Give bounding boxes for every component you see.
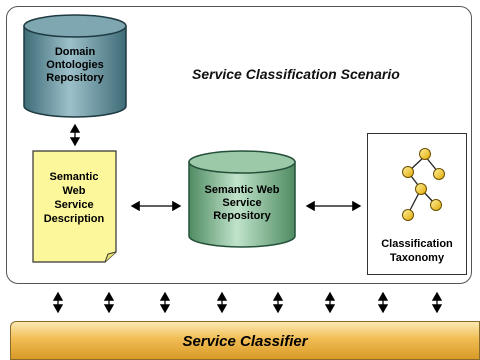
classification-taxonomy-box: Classification Taxonomy — [367, 133, 467, 275]
tree-icon — [402, 148, 445, 221]
domain-repo-label: Domain Ontologies Repository — [24, 46, 126, 85]
taxonomy-line1: Classification — [381, 238, 453, 250]
scenario-title: Service Classification Scenario — [192, 66, 400, 82]
taxonomy-line2: Taxonomy — [389, 252, 445, 264]
domain-repo-line2: Ontologies — [46, 59, 104, 71]
sws-description-line3: Service — [54, 199, 94, 211]
domain-repo-line1: Domain — [54, 46, 96, 58]
domain-repo-line3: Repository — [46, 72, 104, 84]
sws-description-line4: Description — [43, 213, 105, 225]
sws-description-note — [32, 150, 117, 263]
sws-repo-line3: Repository — [213, 210, 271, 222]
sws-description-line1: Semantic — [49, 171, 99, 183]
classifier-arrows — [52, 291, 443, 314]
sws-repo-line2: Service — [222, 197, 262, 209]
sws-description-label: Semantic Web Service Description — [36, 170, 112, 226]
sws-repo-cylinder — [188, 150, 296, 248]
service-classifier-bar: Service Classifier — [10, 321, 480, 360]
sws-repo-label: Semantic Web Service Repository — [189, 184, 295, 223]
taxonomy-label: Classification Taxonomy — [368, 237, 466, 265]
sws-repo-line1: Semantic Web — [204, 184, 280, 196]
domain-repo-cylinder — [23, 14, 127, 118]
service-classifier-label: Service Classifier — [182, 333, 308, 350]
sws-description-line2: Web — [62, 185, 86, 197]
